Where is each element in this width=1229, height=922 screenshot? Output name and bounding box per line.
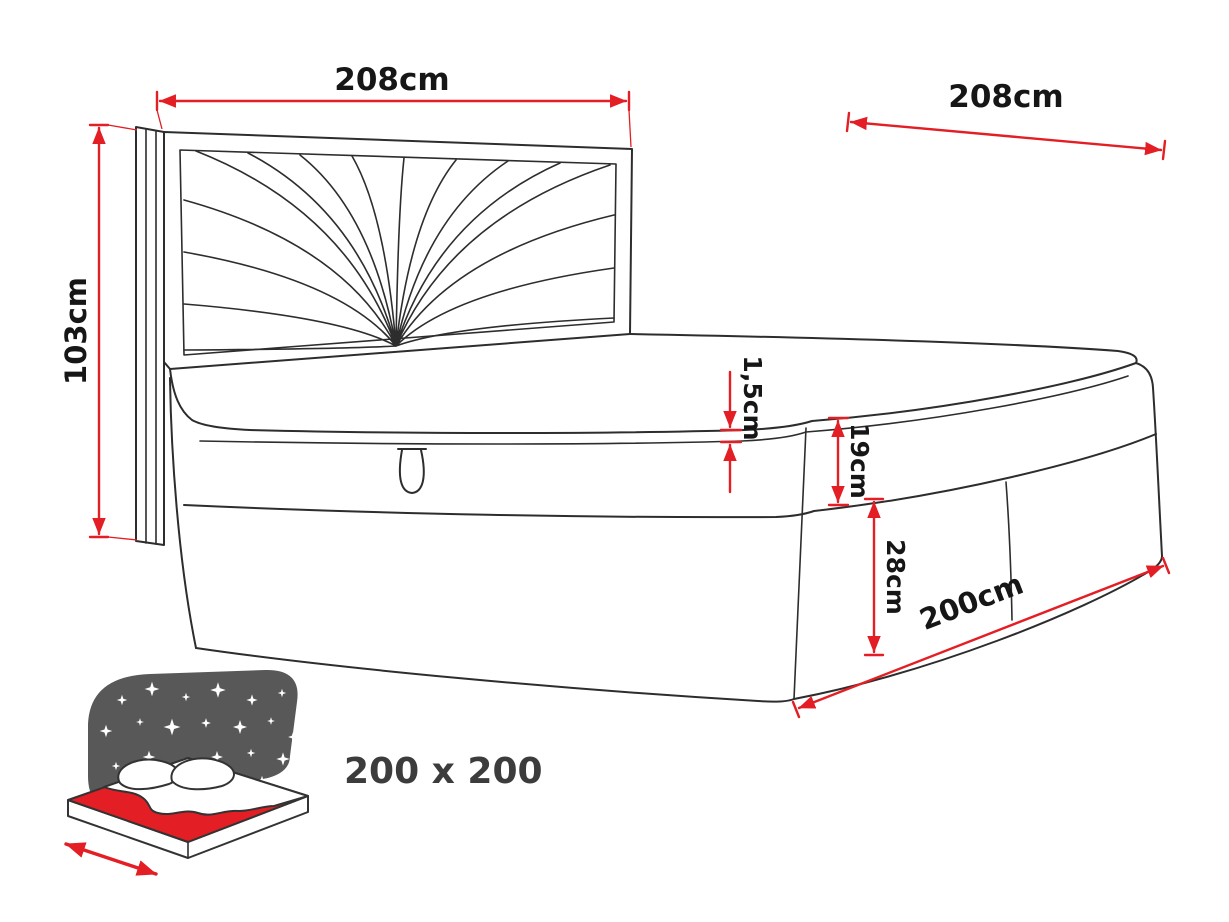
inset-pillow xyxy=(117,758,180,791)
dim-mattress-height-label: 19cm xyxy=(845,423,874,499)
mattress-far-edge xyxy=(629,333,1138,364)
headboard xyxy=(163,131,633,370)
inset-size-badge: 200 x 200 xyxy=(64,669,543,876)
bed-right-edge xyxy=(1135,362,1163,557)
topper-lip-edge xyxy=(199,375,1129,445)
inset-pillow xyxy=(170,757,235,791)
dim-topper-label: 1,5cm xyxy=(738,355,767,440)
dim-headboard-width: 208cm xyxy=(155,62,632,148)
dim-bed-length: 208cm xyxy=(845,79,1167,161)
dim-headboard-height-label: 103cm xyxy=(59,277,93,385)
headboard-post xyxy=(135,126,165,546)
mattress-base-seam xyxy=(183,433,1157,519)
sunburst-rays xyxy=(183,150,615,351)
bed-drawing xyxy=(135,126,1163,703)
bed-left-edge xyxy=(169,377,197,649)
dim-base-height-label: 28cm xyxy=(881,539,910,615)
dim-headboard-width-label: 208cm xyxy=(334,62,449,98)
dim-mattress-height: 19cm xyxy=(827,416,874,507)
storage-base xyxy=(169,377,1163,703)
bed-front-corner xyxy=(793,427,807,700)
dim-topper: 1,5cm xyxy=(719,355,767,494)
dim-bed-length-label: 208cm xyxy=(948,79,1063,115)
dimensions: 208cm 208cm 103cm 1,5cm 19cm xyxy=(59,62,1171,719)
size-arrow-icon xyxy=(64,842,158,876)
inset-size-label: 200 x 200 xyxy=(344,751,543,792)
dim-headboard-height: 103cm xyxy=(59,123,138,541)
dim-mattress-length: 200cm xyxy=(791,556,1171,719)
dim-base-height: 28cm xyxy=(863,497,910,657)
storage-handle-icon xyxy=(397,448,427,494)
mattress xyxy=(169,333,1163,557)
mattress-front-edge xyxy=(169,362,1137,434)
inset-bed xyxy=(64,757,309,876)
